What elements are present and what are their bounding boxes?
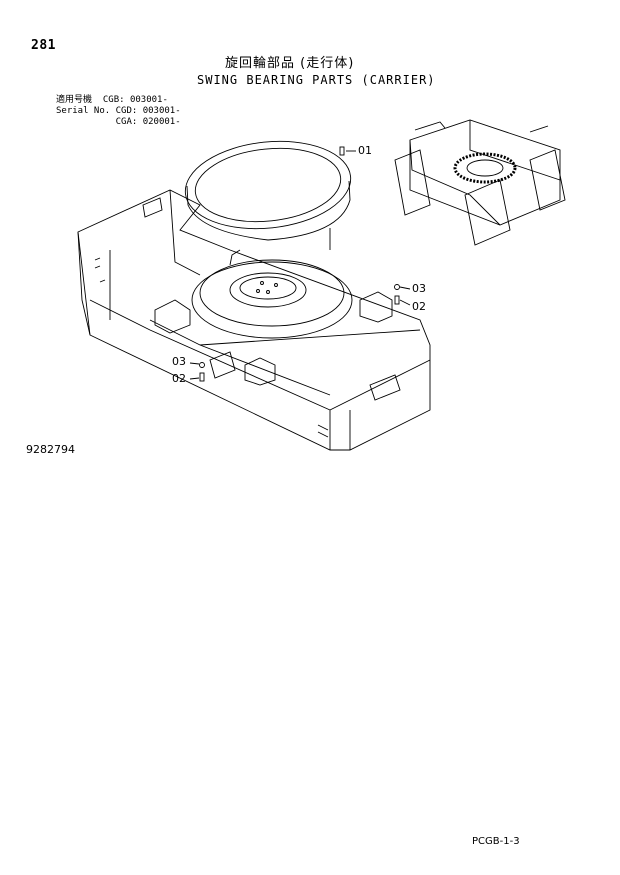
callout-01: 01: [358, 144, 372, 157]
callout-03-right: 03: [412, 282, 426, 295]
serial-code-1: CGB: 003001-: [102, 95, 168, 105]
fasteners: [189, 146, 411, 382]
callout-03-left: 03: [172, 355, 186, 368]
serial-block: 適用号機 CGB: 003001- Serial No. CGD: 003001…: [56, 95, 181, 128]
page-code: PCGB-1-3: [472, 836, 520, 847]
drawing-number: 9282794: [26, 443, 75, 456]
serial-code-3: CGA: 020001-: [115, 117, 181, 127]
title-english: SWING BEARING PARTS (CARRIER): [197, 73, 436, 87]
serial-label-en: Serial No.: [56, 106, 111, 116]
title-japanese: 旋回輪部品 (走行体): [225, 56, 355, 71]
serial-code-2: CGD: 003001-: [115, 106, 181, 116]
part-03-washer-right: [394, 284, 400, 290]
center-boss: [191, 249, 353, 339]
machine-thumbnail: [394, 119, 566, 246]
part-02-bolt-left: [199, 372, 205, 382]
callout-02-right: 02: [412, 300, 426, 313]
callout-02-left: 02: [172, 372, 186, 385]
swing-bearing-ring: [184, 140, 352, 250]
page-number: 281: [31, 38, 56, 53]
serial-label-jp: 適用号機: [56, 95, 93, 105]
part-03-washer-left: [199, 362, 205, 368]
part-02-bolt-right: [394, 295, 400, 305]
part-01-bolt: [339, 146, 345, 156]
carrier-frame: [77, 189, 431, 451]
